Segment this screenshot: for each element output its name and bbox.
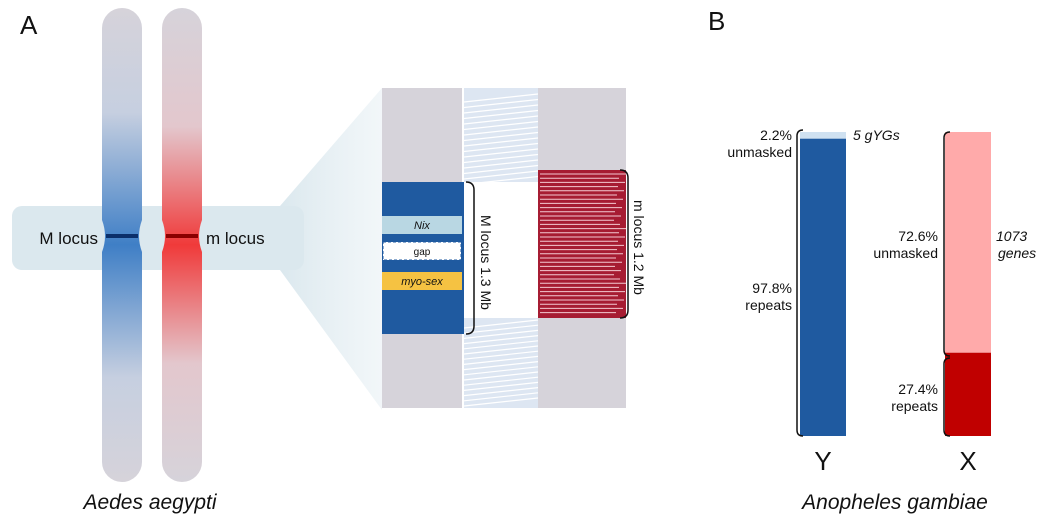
M-locus-bracket [465, 181, 475, 335]
synteny-line [463, 376, 539, 386]
chromosome-m-locus-band [166, 234, 198, 238]
X-genes-word: genes [998, 245, 1036, 261]
synteny-line [463, 148, 539, 158]
M-locus-size-label: M locus 1.3 Mb [478, 215, 494, 310]
synteny-line [463, 340, 539, 350]
chromosome-M [102, 8, 142, 482]
synteny-line [463, 335, 539, 345]
synteny-line [463, 98, 539, 109]
X-unmasked-bracket [943, 131, 951, 357]
synteny-line [463, 170, 539, 180]
X-axis-category: X [959, 446, 976, 476]
X-repeats-word: repeats [891, 398, 938, 414]
synteny-lines-bottom [463, 319, 539, 407]
bar-Y-unmasked [800, 132, 846, 139]
synteny-line [463, 387, 539, 397]
synteny-line [463, 397, 539, 407]
synteny-line [463, 324, 539, 334]
nix-label: Nix [414, 220, 430, 232]
gap-box [382, 241, 462, 261]
synteny-line [463, 371, 539, 381]
synteny-line [463, 104, 539, 114]
locus-highlight-band [12, 206, 304, 270]
bar-X-unmasked [945, 132, 991, 353]
Y-genes-label: 5 gYGs [853, 127, 900, 143]
Y-unmasked-word: unmasked [727, 144, 792, 160]
synteny-line [463, 164, 539, 175]
synteny-line [463, 175, 539, 186]
synteny-line [463, 120, 539, 131]
synteny-line [463, 392, 539, 402]
Y-bracket [796, 129, 804, 437]
X-unmasked-pct: 72.6% [898, 228, 938, 244]
zoom-panel: Nix gap myo-sex M locus 1.3 Mb m locus 1… [382, 88, 647, 408]
chromosome-M-locus-band [106, 234, 138, 238]
bar-X-repeats [945, 352, 991, 436]
zoom-fan [280, 88, 382, 410]
M-locus-label: M locus [39, 229, 98, 248]
m-locus-stripes [540, 173, 626, 314]
synteny-line [463, 361, 539, 371]
synteny-line [463, 109, 539, 120]
Y-unmasked-pct: 2.2% [760, 127, 792, 143]
synteny-line [463, 153, 539, 164]
synteny-line [463, 345, 539, 355]
synteny-line [463, 350, 539, 360]
synteny-line [463, 319, 539, 329]
X-genes-count: 1073 [996, 228, 1027, 244]
synteny-line [463, 131, 539, 142]
synteny-line [463, 93, 539, 103]
gap-label: gap [414, 247, 431, 258]
synteny-line [463, 115, 539, 125]
myo-sex-gene-box [382, 272, 462, 290]
X-repeats-bracket [943, 357, 951, 437]
nix-gene-box [382, 216, 462, 234]
synteny-line [463, 366, 539, 376]
synteny-line [463, 126, 539, 136]
chart-bars [800, 132, 991, 437]
synteny-line [463, 329, 539, 339]
Y-repeats-word: repeats [745, 297, 792, 313]
synteny-line [463, 381, 539, 391]
X-repeats-pct: 27.4% [898, 381, 938, 397]
m-locus-label: m locus [206, 229, 265, 248]
species-aedes: Aedes aegypti [81, 491, 217, 514]
synteny-line [463, 355, 539, 365]
panel-a-label: A [20, 10, 38, 40]
myo-sex-label: myo-sex [401, 276, 443, 288]
bar-Y-repeats [800, 138, 846, 437]
panel-b-label: B [708, 6, 725, 36]
synteny-lines-top [463, 93, 539, 186]
chromosome-m [162, 8, 202, 482]
species-anopheles: Anopheles gambiae [800, 491, 988, 514]
m-locus-bracket [619, 169, 629, 319]
m-locus-size-label: m locus 1.2 Mb [631, 200, 647, 295]
Y-repeats-pct: 97.8% [752, 280, 792, 296]
synteny-line [463, 159, 539, 169]
synteny-line [463, 137, 539, 147]
synteny-line [463, 142, 539, 153]
Y-axis-category: Y [814, 446, 831, 476]
X-unmasked-word: unmasked [873, 245, 938, 261]
synteny-top [464, 88, 538, 182]
